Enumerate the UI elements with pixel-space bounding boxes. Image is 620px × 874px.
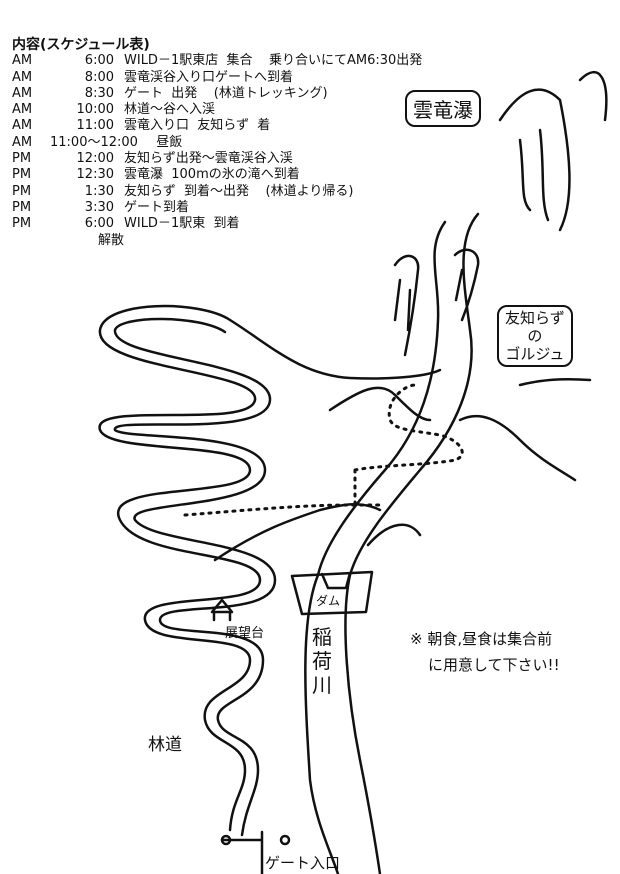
mountain-ridge [458, 414, 577, 482]
schedule-ampm: AM [12, 134, 33, 150]
note-line-1: ※ 朝食,昼食は集合前 [410, 630, 553, 648]
schedule-ampm: AM [12, 118, 33, 134]
schedule-ampm: AM [12, 85, 33, 101]
schedule-row: PM 12:00 友知らず出発～雲竜渓谷入渓 [12, 151, 422, 167]
schedule-row: AM 8:00 雲竜渓谷入り口ゲートへ到着 [12, 70, 422, 86]
river-right-bank [344, 212, 480, 874]
gate-label: ゲート入口 [265, 854, 341, 872]
gate-marker [279, 834, 291, 846]
mountain-ridge [366, 523, 422, 547]
schedule-text: 友知らず出発～雲竜渓谷入渓 [124, 151, 293, 167]
note-line-2: に用意して下さい!! [428, 656, 560, 674]
schedule-time: 10:00 [76, 102, 114, 118]
schedule-time: 12:30 [76, 167, 114, 183]
waterfall-icon [453, 248, 480, 322]
gate-marker [220, 834, 232, 846]
river-label: 稲荷川 [312, 625, 332, 697]
gate-icon [220, 830, 264, 874]
schedule-row: PM 12:30 雲竜瀑 100mの氷の滝へ到着 [12, 167, 422, 183]
mountain-ridge [213, 503, 382, 562]
schedule-row: AM 11:00～12:00 昼飯 [12, 135, 422, 151]
schedule: 内容(スケジュール表) AM 6:00 WILD－1駅東店 集合 乗り合いにてAM6… [12, 37, 422, 249]
schedule-text: 雲竜入り口 友知らず 着 [124, 118, 271, 134]
gorge-label-line: 友知らず [505, 309, 565, 327]
schedule-text: ゲート到着 [124, 199, 190, 215]
dam-label: ダム [316, 594, 341, 608]
gorge-label-line: の [527, 327, 543, 345]
gorge-label-line: ゴルジュ [505, 345, 565, 363]
schedule-text: 林道～谷へ入渓 [124, 102, 216, 118]
waterfall-icon [498, 71, 608, 232]
forest-road [98, 304, 442, 832]
schedule-text: 友知らず 到着～出発 (林道より帰る) [124, 183, 354, 199]
schedule-text: WILD－1駅東 到着 [124, 216, 240, 232]
viewpoint-icon [210, 598, 234, 622]
schedule-time: 11:00 [76, 118, 114, 134]
schedule-ampm: AM [12, 69, 33, 85]
dismiss-text: 解散 [98, 232, 125, 248]
schedule-time: 6:00 [84, 53, 114, 69]
schedule-text: ゲート 出発 (林道トレッキング) [124, 85, 328, 101]
schedule-row: AM 11:00 雲竜入り口 友知らず 着 [12, 118, 422, 134]
schedule-time: 6:00 [84, 216, 114, 232]
schedule-time: 8:30 [84, 85, 114, 101]
river-left-bank [304, 220, 447, 874]
dam-icon [290, 570, 374, 616]
mountain-ridge [328, 386, 432, 422]
schedule-text: WILD－1駅東店 集合 乗り合いにてAM6:30出発 [124, 53, 423, 69]
schedule-time: 12:00 [76, 151, 114, 167]
schedule-row: AM 6:00 WILD－1駅東店 集合 乗り合いにてAM6:30出発 [12, 53, 422, 69]
waterfall-icon [393, 254, 420, 357]
schedule-time: 8:00 [84, 69, 114, 85]
schedule-ampm: PM [12, 151, 32, 167]
schedule-time: 1:30 [84, 183, 114, 199]
schedule-text: 昼飯 [147, 134, 183, 150]
forest-road-label: 林道 [148, 735, 182, 755]
schedule-ampm: PM [12, 183, 32, 199]
schedule-row: AM 8:30 ゲート 出発 (林道トレッキング) [12, 86, 422, 102]
schedule-text: 雲竜瀑 100mの氷の滝へ到着 [124, 167, 300, 183]
schedule-ampm: PM [12, 216, 32, 232]
schedule-ampm: AM [12, 53, 33, 69]
schedule-ampm: PM [12, 199, 32, 215]
trail-dotted [183, 383, 464, 517]
waterfall-label: 雲竜瀑 [405, 90, 481, 127]
schedule-row: AM 10:00 林道～谷へ入渓 [12, 102, 422, 118]
viewpoint-label: 展望台 [225, 626, 265, 641]
schedule-ampm: AM [12, 102, 33, 118]
schedule-row: PM 3:30 ゲート到着 [12, 200, 422, 216]
schedule-time: 3:30 [84, 199, 114, 215]
schedule-title: 内容(スケジュール表) [12, 37, 150, 53]
gorge-label: 友知らず の ゴルジュ [497, 305, 573, 367]
schedule-row: PM 6:00 WILD－1駅東 到着 [12, 216, 422, 232]
schedule-ampm: PM [12, 167, 32, 183]
forest-road-inner [113, 317, 277, 837]
schedule-row: PM 1:30 友知らず 到着～出発 (林道より帰る) [12, 184, 422, 200]
mountain-ridge [518, 377, 592, 387]
schedule-text: 雲竜渓谷入り口ゲートへ到着 [124, 69, 294, 85]
schedule-time: 11:00～12:00 [50, 134, 138, 150]
